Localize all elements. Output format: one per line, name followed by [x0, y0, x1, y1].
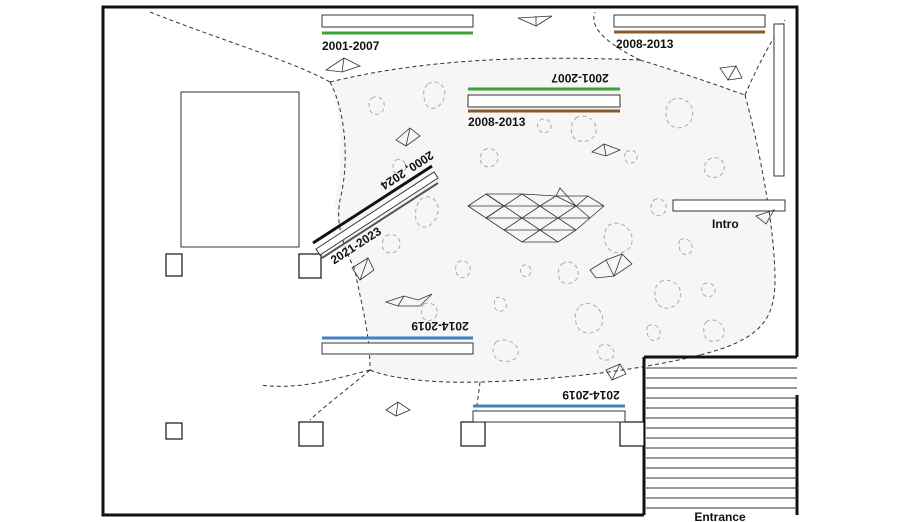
column	[298, 253, 322, 279]
entrance-stairs	[646, 367, 797, 509]
diagonal-display-case	[312, 164, 439, 259]
label-top-right-period: 2008-2013	[616, 37, 674, 51]
column	[165, 253, 183, 277]
entrance-label: Entrance	[694, 510, 746, 522]
column	[619, 421, 645, 447]
display-case-bottom	[472, 410, 626, 423]
outer-walls	[101, 5, 799, 517]
small-triangle-forms	[324, 15, 775, 417]
stepping-stones	[368, 81, 725, 362]
central-plaza	[330, 58, 775, 383]
zone-boundaries	[149, 11, 786, 421]
room-block	[180, 91, 300, 248]
label-top-left-period: 2001-2007	[322, 39, 380, 53]
display-case-top-left	[321, 14, 474, 28]
display-case-middle-left	[321, 342, 474, 355]
label-intro: Intro	[712, 217, 739, 231]
column	[460, 421, 486, 447]
label-bottom-period: 2014-2019	[562, 388, 620, 402]
display-case-right-wall	[773, 23, 785, 177]
column	[165, 422, 183, 440]
column	[298, 421, 324, 447]
display-case-top-right	[613, 14, 766, 28]
display-case-center	[467, 94, 621, 108]
triangle-grid-installation	[467, 187, 605, 243]
label-center-period-2: 2008-2013	[468, 115, 526, 129]
display-case-intro	[672, 199, 786, 212]
label-middle-period: 2014-2019	[411, 319, 469, 333]
columns	[165, 253, 645, 447]
label-center-period-1: 2001-2007	[551, 71, 609, 85]
